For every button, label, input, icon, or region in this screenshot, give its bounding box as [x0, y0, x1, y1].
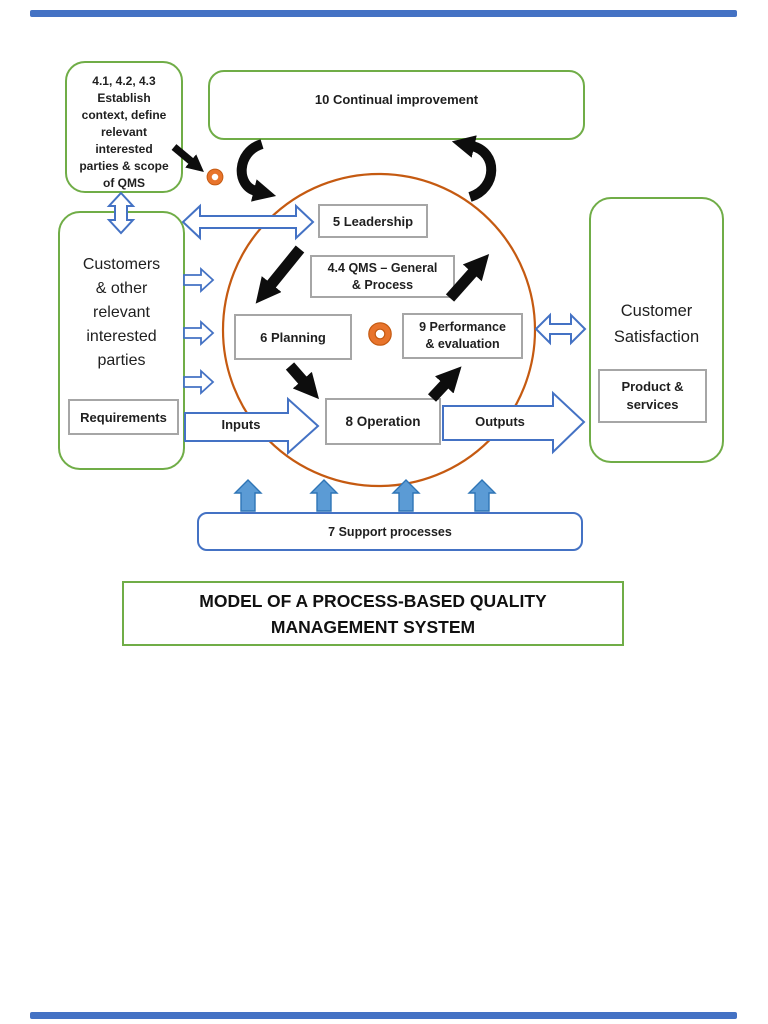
- context-box-line: Establish: [97, 91, 151, 105]
- product-services-box: Product & services: [598, 369, 707, 423]
- context-box-line: parties & scope: [79, 159, 169, 173]
- context-box-line: relevant: [100, 125, 148, 139]
- outputs-label: Outputs: [475, 414, 525, 429]
- support-processes-box: 7 Support processes: [197, 512, 583, 551]
- inputs-label: Inputs: [221, 417, 261, 432]
- customers-box-line: relevant: [93, 304, 150, 321]
- requirements-box: Requirements: [68, 399, 179, 435]
- qms-general-process-box: 4.4 QMS – General & Process: [310, 255, 455, 298]
- customers-box-line: parties: [97, 352, 146, 369]
- performance-box-line: 9 Performance: [419, 320, 506, 334]
- product-services-line: services: [626, 397, 679, 412]
- qms-box-line: & Process: [351, 277, 414, 292]
- customers-box-line: interested: [86, 328, 157, 345]
- diagram-title-line: MANAGEMENT SYSTEM: [270, 616, 476, 637]
- context-box-line: interested: [95, 142, 153, 156]
- operation-box: 8 Operation: [325, 398, 441, 445]
- continual-improvement-box: 10 Continual improvement: [208, 70, 585, 140]
- leadership-box: 5 Leadership: [318, 204, 428, 238]
- performance-evaluation-box: 9 Performance & evaluation: [402, 313, 523, 359]
- context-scope-box: 4.1, 4.2, 4.3 Establish context, define …: [65, 61, 183, 193]
- diagram-title-box: MODEL OF A PROCESS-BASED QUALITY MANAGEM…: [122, 581, 624, 646]
- planning-box: 6 Planning: [234, 314, 352, 360]
- customers-box-line: & other: [95, 280, 148, 297]
- context-box-line: 4.1, 4.2, 4.3: [92, 74, 156, 88]
- customer-satisfaction-box: Customer Satisfaction: [589, 197, 724, 463]
- context-box-line: of QMS: [103, 176, 145, 190]
- customer-satisfaction-line: Customer: [620, 302, 693, 320]
- qms-box-line: 4.4 QMS – General: [327, 260, 438, 275]
- customers-box-line: Customers: [82, 256, 161, 273]
- context-box-line: context, define: [81, 108, 167, 122]
- page-bottom-edge: [30, 1012, 737, 1019]
- customer-satisfaction-line: Satisfaction: [613, 328, 700, 346]
- diagram-title-line: MODEL OF A PROCESS-BASED QUALITY: [199, 590, 547, 611]
- page-top-edge: [30, 10, 737, 17]
- product-services-line: Product &: [621, 379, 684, 394]
- performance-box-line: & evaluation: [425, 337, 500, 351]
